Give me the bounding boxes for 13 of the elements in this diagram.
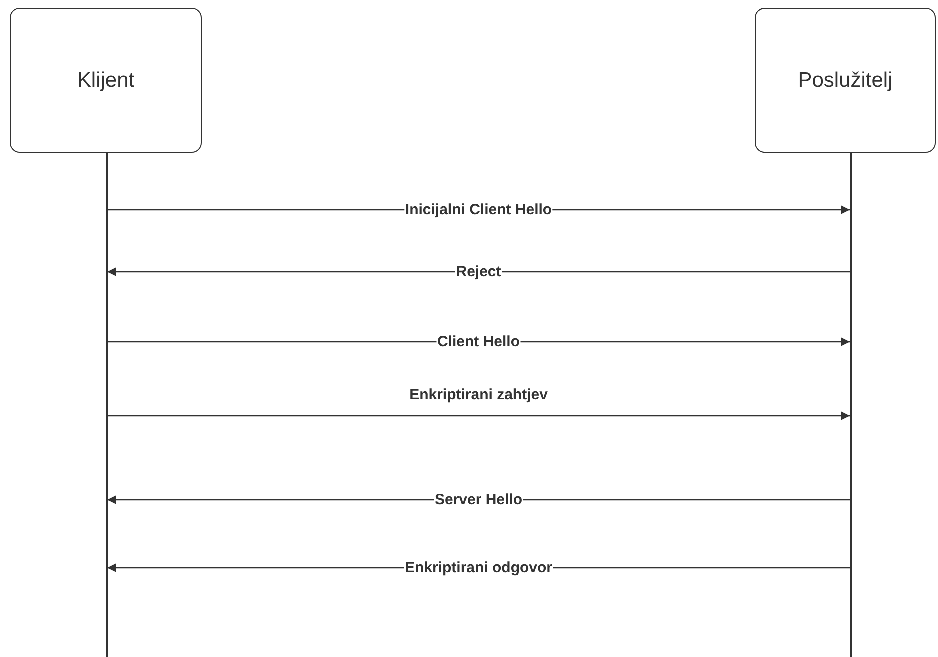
message-label: Reject — [455, 264, 502, 280]
message-label: Inicijalni Client Hello — [404, 202, 554, 218]
participant-box — [10, 8, 202, 153]
participant-box — [755, 8, 936, 153]
lifeline — [106, 153, 108, 657]
lifeline — [850, 153, 852, 657]
message-label: Enkriptirani zahtjev — [408, 386, 549, 404]
message-arrow — [108, 268, 850, 276]
message-label: Enkriptirani odgovor — [404, 560, 554, 576]
message-arrow — [108, 412, 850, 420]
participant-name: Poslužitelj — [798, 68, 893, 92]
message-arrow — [108, 338, 850, 346]
participant-name: Klijent — [77, 68, 135, 92]
